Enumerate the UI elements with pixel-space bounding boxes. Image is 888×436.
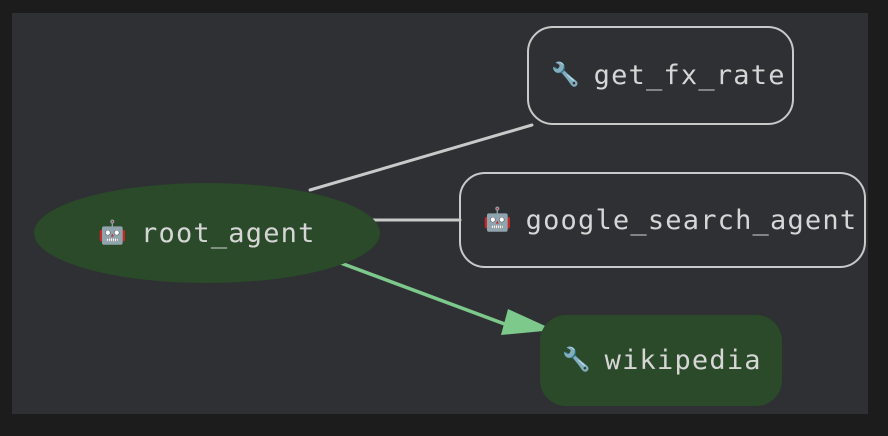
edge-root-agent-to-wikipedia xyxy=(320,254,512,328)
graph-edges-layer xyxy=(308,123,554,335)
graph-node-get-fx-rate[interactable]: 🔧 get_fx_rate xyxy=(527,26,794,125)
graph-node-label-get-fx-rate: get_fx_rate xyxy=(593,60,786,91)
graph-canvas: 🤖 root_agent 🔧 get_fx_rate 🤖 google_sear… xyxy=(12,13,868,414)
graph-node-wikipedia[interactable]: 🔧 wikipedia xyxy=(540,315,782,406)
wrench-icon: 🔧 xyxy=(562,347,591,373)
edge-root-agent-to-get-fx-rate xyxy=(308,123,534,192)
graph-node-root-agent[interactable]: 🤖 root_agent xyxy=(34,183,380,283)
arrowhead-icon xyxy=(501,309,554,335)
graph-node-label-google-search-agent: google_search_agent xyxy=(525,204,858,236)
robot-icon: 🤖 xyxy=(483,206,512,233)
graph-node-label-wikipedia: wikipedia xyxy=(604,345,762,376)
graph-node-label-root-agent: root_agent xyxy=(141,217,316,249)
graph-node-google-search-agent[interactable]: 🤖 google_search_agent xyxy=(459,172,866,268)
robot-icon: 🤖 xyxy=(98,219,128,246)
wrench-icon: 🔧 xyxy=(551,62,580,88)
